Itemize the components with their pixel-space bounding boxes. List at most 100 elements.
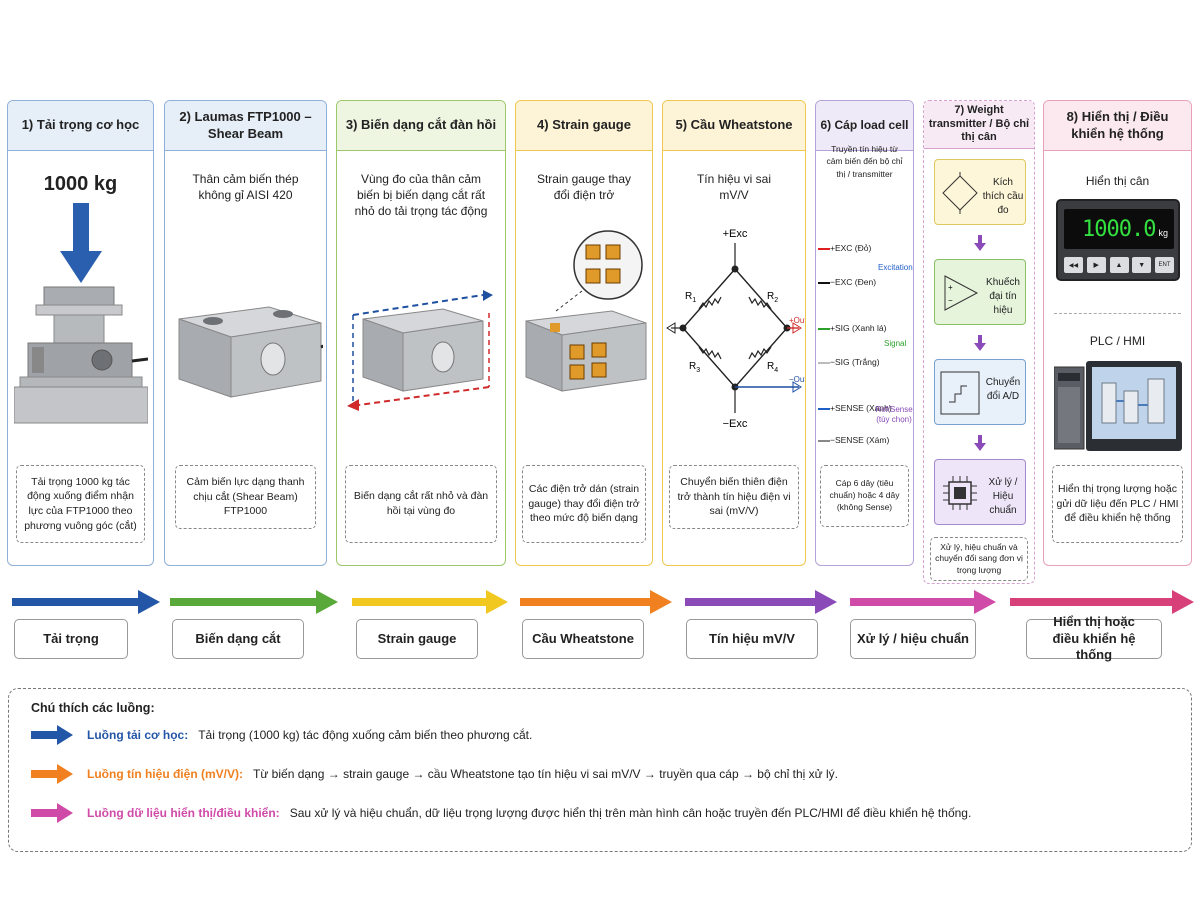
legend-arrow-icon xyxy=(31,803,73,823)
wire-exc-plus: +EXC (Đỏ) xyxy=(818,243,871,253)
r4-label: R xyxy=(767,361,774,372)
flow-arrow-strain xyxy=(352,590,508,614)
flow-arrow-wheatstone xyxy=(520,590,672,614)
indicator-keypad: ◀◀ ▶ ▲ ▼ ENT xyxy=(1064,257,1174,275)
flow-label-processing: Xử lý / hiệu chuẩn xyxy=(850,619,976,659)
panel-note: Tải trọng 1000 kg tác động xuống điểm nh… xyxy=(16,465,145,543)
legend-name: Luồng dữ liệu hiển thị/điều khiển: xyxy=(87,806,280,820)
group-sense: Ref/Sense (tùy chọn) xyxy=(875,405,913,425)
legend-name: Luồng tín hiệu điện (mV/V): xyxy=(87,767,243,781)
down-arrow-icon xyxy=(974,235,986,251)
key-up[interactable]: ▲ xyxy=(1109,257,1129,273)
panel-transmitter: 7) Weight transmitter / Bộ chỉ thị cân K… xyxy=(923,100,1035,584)
panel-note: Cảm biến lực dạng thanh chịu cắt (Shear … xyxy=(175,465,316,529)
svg-text:R2: R2 xyxy=(767,291,778,304)
panel-title: 2) Laumas FTP1000 – Shear Beam xyxy=(165,101,326,151)
svg-text:R3: R3 xyxy=(689,361,700,374)
legend-row-signal: Luồng tín hiệu điện (mV/V): Từ biến dạng… xyxy=(31,764,838,784)
flow-label-load: Tải trọng xyxy=(14,619,128,659)
panel-title: 6) Cáp load cell xyxy=(816,101,913,151)
panel-note: Chuyển biến thiên điện trở thành tín hiệ… xyxy=(669,465,799,529)
key-right[interactable]: ▶ xyxy=(1086,257,1106,273)
flow-label-signal: Tín hiệu mV/V xyxy=(686,619,818,659)
legend-box: Chú thích các luồng: Luồng tải cơ học: T… xyxy=(8,688,1192,852)
panel-note: Xử lý, hiệu chuẩn và chuyển đổi sang đơn… xyxy=(930,537,1028,581)
panel-strain-gauge: 4) Strain gauge Strain gauge thay đổi đi… xyxy=(515,100,653,566)
panel-title: 5) Cầu Wheatstone xyxy=(663,101,805,151)
flow-arrow-load xyxy=(12,590,160,614)
panel-description: Vùng đo của thân cảm biến bị biến dạng c… xyxy=(354,172,488,219)
deformation-image xyxy=(347,290,493,411)
panel-description: Thân cảm biến thép không gỉ AISI 420 xyxy=(192,172,299,203)
bridge-out-plus: +Out xyxy=(789,316,806,325)
flow-arrow-deformation xyxy=(170,590,338,614)
r3-label: R xyxy=(689,361,696,372)
panel-description: Strain gauge thay đổi điện trở xyxy=(536,172,632,203)
flow-label-output: Hiển thị hoặc điều khiển hệ thống xyxy=(1026,614,1162,662)
legend-text: Tải trọng (1000 kg) tác động xuống cảm b… xyxy=(198,728,533,742)
cpu-icon xyxy=(943,476,977,510)
r2-sub: 2 xyxy=(774,297,778,304)
svg-text:R1: R1 xyxy=(685,291,696,304)
bridge-exc-plus: +Exc xyxy=(723,228,748,240)
r1-sub: 1 xyxy=(692,297,696,304)
key-left[interactable]: ◀◀ xyxy=(1064,257,1083,273)
display-caption: Hiển thị cân xyxy=(1085,174,1150,188)
wire-sense-minus: −SENSE (Xám) xyxy=(818,435,889,445)
flow-label-strain: Strain gauge xyxy=(356,619,478,659)
legend-row-load: Luồng tải cơ học: Tải trọng (1000 kg) tá… xyxy=(31,725,532,745)
indicator-value: 1000.0 xyxy=(1082,216,1156,242)
step-label: Khuếch đại tín hiệu xyxy=(986,277,1020,316)
wire-sig-minus: −SIG (Trắng) xyxy=(818,357,880,367)
adc-icon xyxy=(940,371,980,415)
step-bridge-excitation: Kích thích cầu đo xyxy=(934,159,1026,225)
amplifier-icon: +− xyxy=(944,275,979,311)
panel-note: Cáp 6 dây (tiêu chuẩn) hoặc 4 dây (không… xyxy=(820,465,909,527)
flow-arrow-signal xyxy=(685,590,837,614)
step-label: Xử lý / Hiệu chuẩn xyxy=(988,477,1018,516)
legend-title: Chú thích các luồng: xyxy=(31,701,155,715)
r1-label: R xyxy=(685,291,692,302)
wire-sense-plus: +SENSE (Xanh) xyxy=(818,403,892,413)
indicator-screen: 1000.0 kg xyxy=(1064,209,1174,249)
cable-wire-list: +EXC (Đỏ) −EXC (Đen) +SIG (Xanh lá) −SIG… xyxy=(818,237,913,447)
panel-cable: 6) Cáp load cell Truyền tín hiệu từ cảm … xyxy=(815,100,914,566)
panel-display-control: 8) Hiển thị / Điều khiển hệ thống Hiển t… xyxy=(1043,100,1192,566)
panel-note: Hiển thị trọng lượng hoặc gửi dữ liệu đế… xyxy=(1052,465,1183,543)
panel-title: 7) Weight transmitter / Bộ chỉ thị cân xyxy=(924,101,1034,149)
wire-exc-minus: −EXC (Đen) xyxy=(818,277,876,287)
group-signal: Signal xyxy=(884,339,907,348)
panel-title: 1) Tải trọng cơ học xyxy=(8,101,153,151)
key-enter[interactable]: ENT xyxy=(1155,257,1174,273)
panel-title: 4) Strain gauge xyxy=(516,101,652,151)
plc-hmi-image xyxy=(1054,361,1182,451)
bridge-exc-minus: −Exc xyxy=(723,418,748,430)
step-amplifier: +− Khuếch đại tín hiệu xyxy=(934,259,1026,325)
panel-title: 8) Hiển thị / Điều khiển hệ thống xyxy=(1044,101,1191,151)
wire-sig-plus: +SIG (Xanh lá) xyxy=(818,323,886,333)
bridge-icon xyxy=(942,172,978,214)
down-arrow-icon xyxy=(974,335,986,351)
divider xyxy=(1054,313,1181,314)
legend-arrow-icon xyxy=(31,725,73,745)
weight-indicator: 1000.0 kg ◀◀ ▶ ▲ ▼ ENT xyxy=(1056,199,1180,281)
plc-caption: PLC / HMI xyxy=(1089,334,1146,348)
wheatstone-bridge-diagram: +Exc −Exc R1 R2 R3 R4 +Out −Out xyxy=(666,228,806,430)
panel-title: 3) Biến dạng cắt đàn hồi xyxy=(337,101,505,151)
r2-label: R xyxy=(767,291,774,302)
flow-arrow-output xyxy=(1010,590,1194,614)
panel-mechanical-load: 1) Tải trọng cơ học 1000 kg Tải trọng 10… xyxy=(7,100,154,566)
flow-label-deformation: Biến dạng cắt xyxy=(172,619,304,659)
legend-row-data: Luồng dữ liệu hiển thị/điều khiển: Sau x… xyxy=(31,803,971,823)
svg-text:R4: R4 xyxy=(767,361,778,374)
step-adc: Chuyển đổi A/D xyxy=(934,359,1026,425)
svg-text:+: + xyxy=(948,283,953,292)
legend-text: Từ biến dạng → strain gauge → cầu Wheats… xyxy=(252,767,839,781)
r3-sub: 3 xyxy=(696,367,700,374)
key-down[interactable]: ▼ xyxy=(1132,257,1152,273)
panel-description: Truyền tín hiệu từ cảm biến đến bộ chỉ t… xyxy=(826,144,903,179)
indicator-unit: kg xyxy=(1158,228,1168,238)
strain-gauge-image xyxy=(525,230,647,392)
r4-sub: 4 xyxy=(774,367,778,374)
weight-label: 1000 kg xyxy=(43,173,118,195)
